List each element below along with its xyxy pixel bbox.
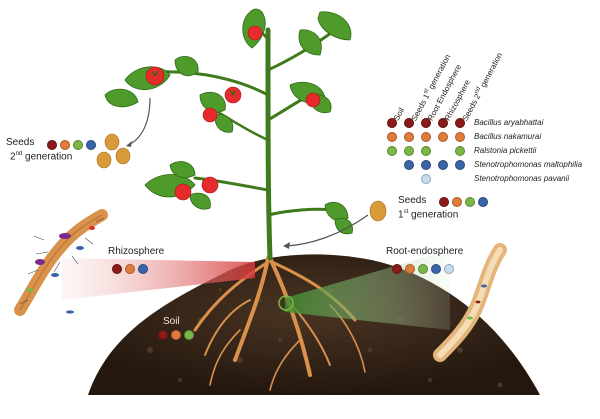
legend-dot	[387, 118, 397, 128]
species-dot	[418, 264, 428, 274]
species-dot	[392, 264, 402, 274]
species-dot	[171, 330, 181, 340]
species-dot	[478, 197, 488, 207]
species-dot	[439, 197, 449, 207]
plant-stem	[153, 13, 337, 261]
legend-dot	[404, 146, 414, 156]
legend-dot	[438, 118, 448, 128]
label-seeds-1st: Seeds	[398, 195, 427, 206]
arrows	[127, 97, 369, 247]
species-dot	[452, 197, 462, 207]
species-dot	[465, 197, 475, 207]
legend-dot	[404, 118, 414, 128]
endosphere-root-illustration	[433, 243, 507, 362]
legend-dot	[387, 132, 397, 142]
legend-dot	[455, 160, 465, 170]
legend-dot	[438, 160, 448, 170]
tomato-calyx	[151, 70, 237, 95]
label-gen-1st: 1st generation	[398, 209, 459, 221]
endosphere-highlight	[278, 295, 294, 311]
plant-leaves	[104, 8, 353, 235]
legend-dot	[421, 118, 431, 128]
legend-dot	[455, 118, 465, 128]
seeds-2nd-generation	[96, 133, 131, 169]
tomatoes	[145, 25, 321, 201]
legend-dot	[387, 146, 397, 156]
legend-dot	[455, 146, 465, 156]
legend-species-name: Bacillus nakamurai	[474, 132, 542, 141]
legend-dot	[404, 160, 414, 170]
legend-dot	[455, 132, 465, 142]
label-seeds-2nd: Seeds	[6, 137, 35, 148]
species-dot	[60, 140, 70, 150]
rhizosphere-beam	[62, 258, 255, 300]
species-dot	[73, 140, 83, 150]
species-dot	[112, 264, 122, 274]
label-rhizosphere: Rhizosphere	[108, 246, 165, 257]
species-dot	[125, 264, 135, 274]
species-dot	[405, 264, 415, 274]
species-dot	[184, 330, 194, 340]
species-dot	[86, 140, 96, 150]
species-dot	[138, 264, 148, 274]
legend-dot	[438, 132, 448, 142]
legend-dot	[421, 132, 431, 142]
seed-1st-generation	[369, 200, 387, 222]
arrowheads	[126, 141, 290, 249]
legend-species-name: Stenotrophomonas maltophilia	[474, 160, 583, 169]
legend-species-name: Ralstonia pickettii	[474, 146, 537, 155]
legend-dot	[421, 146, 431, 156]
legend-dot	[421, 174, 431, 184]
legend-dot	[421, 160, 431, 170]
species-dot	[431, 264, 441, 274]
species-dot	[47, 140, 57, 150]
species-dot	[158, 330, 168, 340]
legend-species-name: Bacillus aryabhattai	[474, 118, 544, 127]
label-soil: Soil	[163, 316, 180, 327]
rhizosphere-root-illustration	[14, 209, 108, 316]
label-gen-2nd: 2nd generation	[10, 151, 73, 163]
species-dot	[444, 264, 454, 274]
legend-species-name: Stenotrophomonas pavanii	[474, 174, 570, 183]
label-root-endosphere: Root-endosphere	[386, 246, 464, 257]
legend-dot	[404, 132, 414, 142]
